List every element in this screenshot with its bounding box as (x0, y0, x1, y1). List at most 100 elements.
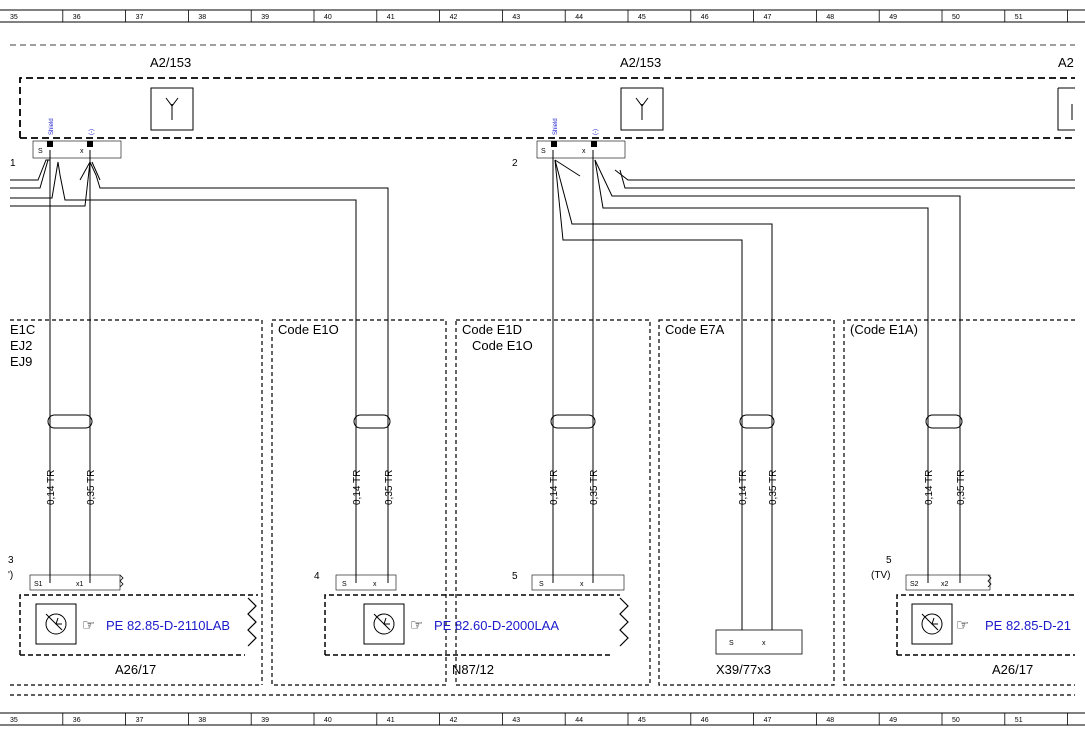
connector-number: 5 (886, 555, 892, 566)
section-code: EJ9 (10, 354, 32, 369)
section-code: E1C (10, 322, 35, 337)
sensor-icon (363, 603, 405, 645)
connector-block-4: S x X39/77x3 (715, 629, 803, 677)
module-title-2: A2/153 (620, 55, 661, 70)
pin-label-x: x1 (76, 581, 84, 588)
connector-block-1: 3 ') S1 x1 ☞ PE 82.85-D-2110LAB A26/17 (8, 555, 258, 677)
section-code: Code E1O (278, 322, 339, 337)
shield-label: Shield (49, 118, 55, 135)
ruler-label: 44 (575, 14, 583, 21)
connector-block-2: 4 S x ☞ PE 82.60-D-2000LAA (314, 571, 629, 656)
wire-bundle-2 (552, 150, 1075, 428)
ruler-label: 36 (73, 14, 81, 21)
component-name: X39/77x3 (716, 662, 771, 677)
connector-number: 5 (512, 571, 518, 582)
pin-label-x: x (80, 148, 84, 155)
pin-label-s: S2 (910, 581, 919, 588)
wire-gauge-label: 0,35 TR (768, 470, 779, 505)
connector-number: 4 (314, 571, 320, 582)
ruler-label: 43 (512, 14, 520, 21)
reference-link[interactable]: PE 82.60-D-2000LAA (434, 618, 559, 633)
component-name: N87/12 (452, 662, 494, 677)
shield-label: Shield (553, 118, 559, 135)
minus-label: (-) (593, 129, 599, 135)
wire-gauge-label: 0,35 TR (589, 470, 600, 505)
pin-label-s: S (342, 581, 347, 588)
ruler-label: 38 (198, 717, 206, 724)
antenna-icon (1057, 87, 1075, 131)
ruler-label: 35 (10, 14, 18, 21)
ruler-label: 40 (324, 717, 332, 724)
ruler-label: 44 (575, 717, 583, 724)
ruler-label: 45 (638, 717, 646, 724)
ruler-label: 46 (701, 14, 709, 21)
ruler-label: 35 (10, 717, 18, 724)
module-pin-block-1: S x Shield (-) 1 (10, 118, 122, 169)
ruler-label: 42 (450, 717, 458, 724)
ruler-label: 45 (638, 14, 646, 21)
wire-bundle-1 (10, 150, 389, 428)
component-name: A26/17 (992, 662, 1033, 677)
wire-gauge-label: 0,35 TR (956, 470, 967, 505)
cable-number: 1 (10, 158, 16, 169)
wire-gauge-label: 0,14 TR (924, 470, 935, 505)
ruler-label: 51 (1015, 14, 1023, 21)
connector-block-5: 5 (TV) S2 x2 ☞ PE 82.85-D-21 A26/17 (871, 555, 1075, 677)
section-code: Code E1D (462, 322, 522, 337)
pointing-hand-icon: ☞ (956, 616, 969, 634)
antenna-icon (620, 87, 664, 131)
pin-label-s: S1 (34, 581, 43, 588)
module-pin-block-2: S x Shield (-) 2 (512, 118, 626, 169)
section-code: Code E1O (472, 338, 533, 353)
shield-oval (739, 414, 775, 429)
section-code: Code E7A (665, 322, 725, 337)
wire-gauge-label: 0,14 TR (549, 470, 560, 505)
ruler-label: 38 (198, 14, 206, 21)
shield-oval (925, 414, 963, 429)
pin-label-x: x (582, 148, 586, 155)
ruler-label: 37 (136, 717, 144, 724)
section-code: EJ2 (10, 338, 32, 353)
pin-label-x: x (580, 581, 584, 588)
wire-gauge-label: 0,35 TR (86, 470, 97, 505)
ruler-label: 48 (826, 14, 834, 21)
ruler-label: 49 (889, 717, 897, 724)
ruler-label: 36 (73, 717, 81, 724)
pin-label-x: x (762, 640, 766, 647)
ruler-label: 41 (387, 14, 395, 21)
pin-label-x: x2 (941, 581, 949, 588)
minus-label: (-) (89, 129, 95, 135)
wire-gauge-label: 0,35 TR (384, 470, 395, 505)
wire-gauge-label: 0,14 TR (738, 470, 749, 505)
ruler-label: 50 (952, 14, 960, 21)
ruler-label: 50 (952, 717, 960, 724)
ruler-label: 48 (826, 717, 834, 724)
ruler-label: 39 (261, 14, 269, 21)
reference-link[interactable]: PE 82.85-D-2110LAB (106, 618, 230, 633)
module-title-3: A2 (1058, 55, 1074, 70)
connector-block-3: 5 S x N87/12 (452, 571, 625, 677)
reference-link[interactable]: PE 82.85-D-21 (985, 618, 1071, 633)
section-code: (Code E1A) (850, 322, 918, 337)
wire-gauge-label: 0,14 TR (46, 470, 57, 505)
ruler-label: 47 (764, 717, 772, 724)
pointing-hand-icon: ☞ (410, 616, 423, 634)
section-boxes (10, 319, 1075, 696)
ruler-label: 43 (512, 717, 520, 724)
pin-label-x: x (373, 581, 377, 588)
pin-label-s: S (541, 148, 546, 155)
module-box (19, 77, 1075, 139)
pin-label-s: S (729, 640, 734, 647)
ruler-label: 41 (387, 717, 395, 724)
cable-number: 2 (512, 158, 518, 169)
ruler-label: 42 (450, 14, 458, 21)
ruler-label: 37 (136, 14, 144, 21)
ruler-label: 39 (261, 717, 269, 724)
pin-label-s: S (38, 148, 43, 155)
shield-oval (550, 414, 596, 429)
connector-number: 3 (8, 555, 14, 566)
shield-oval (353, 414, 391, 429)
